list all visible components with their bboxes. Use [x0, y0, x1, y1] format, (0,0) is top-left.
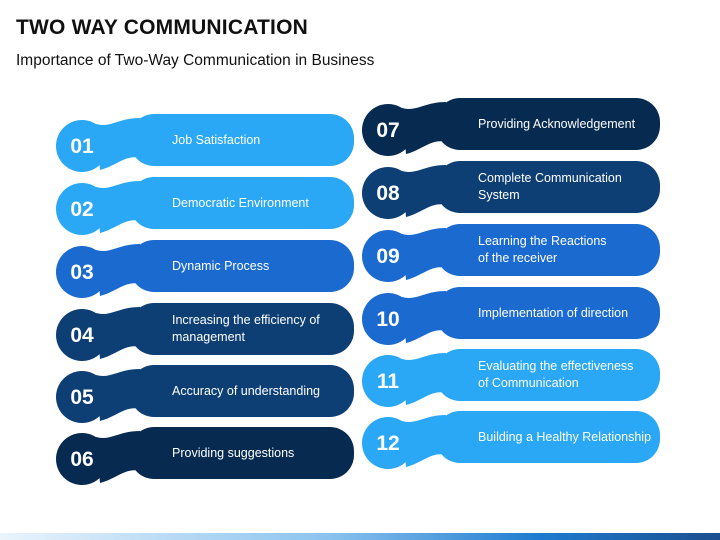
item-shape: [362, 98, 660, 156]
number-circle: [56, 246, 108, 298]
item-number: 11: [376, 370, 400, 393]
item-shape: [362, 161, 660, 219]
number-circle: [56, 120, 108, 172]
item-number: 10: [376, 308, 400, 331]
item-number: 09: [376, 245, 400, 268]
label-banner: [130, 177, 354, 229]
item-shape: [56, 240, 354, 298]
item-label: Implementation of direction: [478, 305, 629, 320]
item-number: 04: [70, 324, 94, 347]
item-label: Increasing the efficiency of management: [172, 313, 320, 344]
label-banner: [436, 161, 660, 213]
item-label: Job Satisfaction: [172, 132, 261, 147]
item-label: Providing suggestions: [172, 445, 295, 460]
list-item: 02 Democratic Environment: [56, 177, 356, 235]
number-circle: [56, 371, 108, 423]
item-label: Evaluating the effectiveness of Communic…: [478, 359, 634, 390]
item-shape: [56, 427, 354, 485]
item-shape: [362, 411, 660, 469]
connector-shape: [96, 307, 140, 359]
list-item: 10 Implementation of direction: [362, 287, 662, 345]
label-banner: [130, 303, 354, 355]
number-circle: [362, 355, 414, 407]
item-label: Dynamic Process: [172, 258, 270, 273]
number-circle: [56, 309, 108, 361]
item-shape: [56, 365, 354, 423]
connector-shape: [96, 118, 140, 170]
item-label: Complete Communication System: [478, 171, 622, 202]
number-circle: [362, 104, 414, 156]
connector-shape: [96, 369, 140, 421]
label-banner: [436, 411, 660, 463]
item-label: Democratic Environment: [172, 195, 309, 210]
list-item: 01 Job Satisfaction: [56, 114, 356, 172]
list-item: 12 Building a Healthy Relationship: [362, 411, 662, 469]
connector-shape: [402, 291, 446, 343]
number-circle: [56, 183, 108, 235]
item-shape: [362, 224, 660, 282]
label-banner: [436, 224, 660, 276]
label-banner: [130, 427, 354, 479]
item-shape: [56, 303, 354, 361]
item-number: 03: [70, 261, 94, 284]
label-banner: [436, 98, 660, 150]
list-item: 07 Providing Acknowledgement: [362, 98, 662, 156]
item-label: Learning the Reactions of the receiver: [478, 234, 607, 265]
item-shape: [56, 114, 354, 172]
number-circle: [362, 293, 414, 345]
list-item: 11 Evaluating the effectiveness of Commun…: [362, 349, 662, 407]
label-banner: [436, 287, 660, 339]
item-number: 05: [70, 386, 94, 409]
item-number: 07: [376, 119, 400, 142]
item-shape: [56, 177, 354, 235]
connector-shape: [96, 181, 140, 233]
list-item: 09 Learning the Reactions of the receiver: [362, 224, 662, 282]
label-banner: [130, 240, 354, 292]
connector-shape: [402, 165, 446, 217]
page-subtitle: Importance of Two-Way Communication in B…: [16, 52, 375, 69]
bottom-gradient-bar: [0, 533, 720, 540]
connector-shape: [402, 353, 446, 405]
label-banner: [130, 114, 354, 166]
page-title: TWO WAY COMMUNICATION: [16, 16, 308, 39]
item-number: 08: [376, 182, 400, 205]
number-circle: [362, 230, 414, 282]
item-number: 12: [376, 432, 400, 455]
item-number: 06: [70, 448, 94, 471]
number-circle: [56, 433, 108, 485]
connector-shape: [402, 228, 446, 280]
list-item: 04 Increasing the efficiency of managemen…: [56, 303, 356, 361]
number-circle: [362, 417, 414, 469]
item-number: 02: [70, 198, 94, 221]
list-item: 08 Complete Communication System: [362, 161, 662, 219]
item-number: 01: [70, 135, 94, 158]
connector-shape: [96, 431, 140, 483]
item-label: Accuracy of understanding: [172, 383, 321, 398]
item-shape: [362, 287, 660, 345]
item-label: Building a Healthy Relationship: [478, 429, 652, 444]
item-shape: [362, 349, 660, 407]
list-item: 03 Dynamic Process: [56, 240, 356, 298]
list-item: 05 Accuracy of understanding: [56, 365, 356, 423]
item-label: Providing Acknowledgement: [478, 116, 636, 131]
connector-shape: [402, 415, 446, 467]
label-banner: [130, 365, 354, 417]
connector-shape: [402, 102, 446, 154]
number-circle: [362, 167, 414, 219]
label-banner: [436, 349, 660, 401]
connector-shape: [96, 244, 140, 296]
list-item: 06 Providing suggestions: [56, 427, 356, 485]
